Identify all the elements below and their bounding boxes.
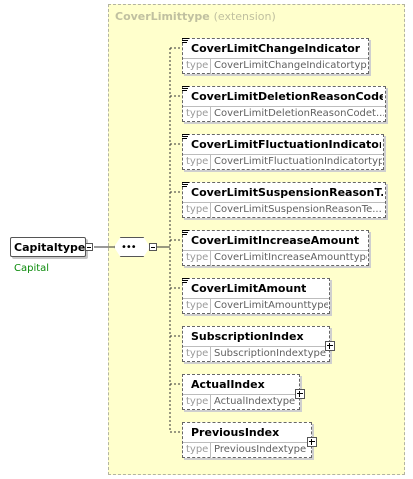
type-row: type CoverLimitAmounttype (183, 298, 329, 315)
type-separator (210, 443, 211, 458)
expand-icon[interactable] (325, 341, 335, 351)
root-element-subtitle: Capital (14, 263, 50, 274)
element-name: CoverLimitAmount (191, 282, 307, 295)
type-separator (210, 107, 211, 122)
type-row: type CoverLimitChangeIndicatortype (183, 58, 368, 75)
type-separator (210, 155, 211, 170)
type-label: type (186, 348, 209, 359)
extension-title: CoverLimittype (extension) (115, 10, 276, 23)
type-separator (210, 395, 211, 410)
root-element-capitaltype[interactable]: Capitaltype (10, 237, 93, 257)
type-value: CoverLimitDeletionReasonCodet... (214, 108, 384, 119)
type-label: type (186, 444, 209, 455)
attributes-icon (182, 86, 189, 93)
attributes-icon (182, 134, 189, 141)
expand-icon[interactable] (307, 437, 317, 447)
attributes-icon (182, 230, 189, 237)
extension-type-name: CoverLimittype (115, 10, 210, 23)
element-name: PreviousIndex (191, 426, 280, 439)
type-value: SubscriptionIndextype (214, 348, 327, 359)
element-name: CoverLimitIncreaseAmount (191, 234, 360, 247)
expand-icon[interactable] (295, 389, 305, 399)
type-value: ActualIndextype (214, 396, 296, 407)
element-name: SubscriptionIndex (191, 330, 304, 343)
type-separator (210, 251, 211, 266)
element-name: CoverLimitChangeIndicator (191, 42, 361, 55)
extension-kind: (extension) (213, 10, 276, 23)
type-label: type (186, 156, 209, 167)
type-label: type (186, 252, 209, 263)
type-row: type CoverLimitFluctuationIndicatortype (183, 154, 383, 171)
type-separator (210, 203, 211, 218)
element-coverlimitsuspensionreasont[interactable]: CoverLimitSuspensionReasonT... type CoverL… (182, 182, 386, 218)
attributes-icon (182, 278, 189, 285)
type-value: CoverLimitAmounttype (214, 300, 328, 311)
type-value: PreviousIndextype (214, 444, 307, 455)
type-value: CoverLimitChangeIndicatortype (214, 60, 367, 71)
type-row: type ActualIndextype (183, 394, 299, 411)
element-name: CoverLimitDeletionReasonCode (191, 90, 383, 103)
root-element-name: Capitaltype (14, 241, 86, 254)
type-value: CoverLimitSuspensionReasonTe... (214, 204, 382, 215)
attributes-icon (182, 182, 189, 189)
element-name: ActualIndex (191, 378, 265, 391)
type-separator (210, 59, 211, 74)
element-name: CoverLimitFluctuationIndicator (191, 138, 381, 151)
type-row: type CoverLimitDeletionReasonCodet... (183, 106, 385, 123)
type-label: type (186, 396, 209, 407)
attributes-icon (182, 38, 189, 45)
type-label: type (186, 204, 209, 215)
sequence-compositor[interactable]: ••• (114, 237, 150, 257)
type-row: type CoverLimitSuspensionReasonTe... (183, 202, 385, 219)
type-value: CoverLimitIncreaseAmounttype (214, 252, 367, 263)
type-separator (210, 299, 211, 314)
type-row: type CoverLimitIncreaseAmounttype (183, 250, 368, 267)
element-coverlimitdeletionreasoncode[interactable]: CoverLimitDeletionReasonCode type CoverLim… (182, 86, 386, 122)
type-row: type PreviousIndextype (183, 442, 311, 459)
type-label: type (186, 300, 209, 311)
sequence-icon: ••• (121, 242, 137, 253)
collapse-icon[interactable] (85, 243, 93, 251)
type-separator (210, 347, 211, 362)
type-label: type (186, 108, 209, 119)
type-row: type SubscriptionIndextype (183, 346, 329, 363)
type-value: CoverLimitFluctuationIndicatortype (214, 156, 382, 167)
type-label: type (186, 60, 209, 71)
element-name: CoverLimitSuspensionReasonT... (191, 186, 383, 199)
sequence-collapse-icon[interactable] (149, 243, 157, 251)
